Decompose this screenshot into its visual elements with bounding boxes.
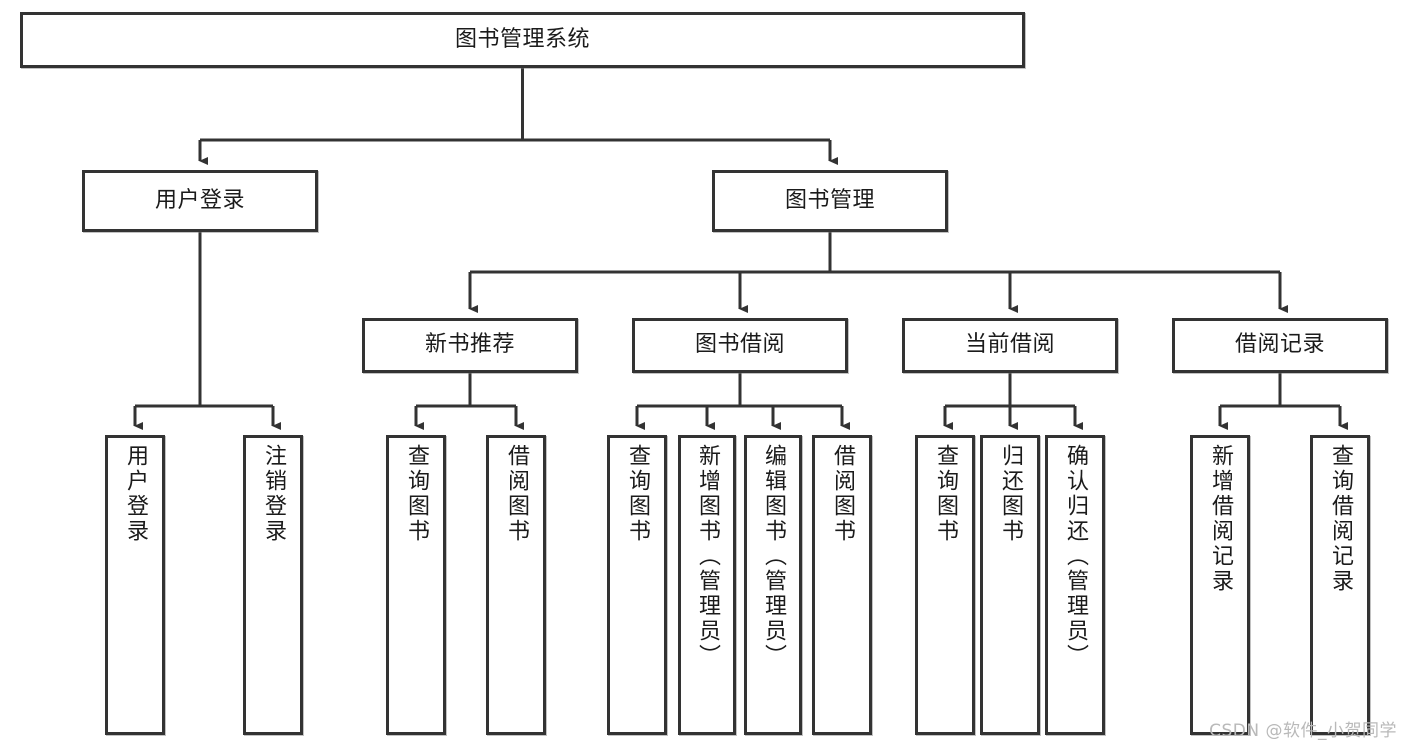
node-leaf-query-book-3[interactable]: 查询图书	[915, 435, 975, 735]
node-label: 确认归还（管理员）	[1063, 444, 1088, 669]
node-user-login[interactable]: 用户登录	[82, 170, 318, 232]
node-label: 新书推荐	[424, 332, 515, 358]
node-label: 图书借阅	[694, 332, 785, 358]
node-leaf-add-book[interactable]: 新增图书（管理员）	[678, 435, 736, 735]
node-label: 当前借阅	[964, 332, 1055, 358]
node-book-borrow[interactable]: 图书借阅	[632, 318, 848, 373]
node-label: 查询图书	[933, 444, 958, 544]
node-leaf-confirm-return[interactable]: 确认归还（管理员）	[1045, 435, 1105, 735]
node-label: 借阅图书	[504, 444, 529, 544]
node-label: 新增借阅记录	[1208, 444, 1233, 594]
node-label: 查询借阅记录	[1328, 444, 1353, 594]
node-leaf-return-book[interactable]: 归还图书	[980, 435, 1040, 735]
node-label: 图书管理系统	[454, 26, 590, 52]
node-leaf-user-login[interactable]: 用户登录	[105, 435, 165, 735]
node-label: 用户登录	[154, 187, 245, 213]
watermark: CSDN @软件_小贺同学	[1209, 721, 1397, 741]
node-label: 借阅图书	[830, 444, 855, 544]
node-current-borrow[interactable]: 当前借阅	[902, 318, 1118, 373]
node-label: 借阅记录	[1234, 332, 1325, 358]
node-borrow-record[interactable]: 借阅记录	[1172, 318, 1388, 373]
node-root-system[interactable]: 图书管理系统	[20, 12, 1025, 68]
node-leaf-edit-book[interactable]: 编辑图书（管理员）	[744, 435, 802, 735]
node-book-manage[interactable]: 图书管理	[712, 170, 948, 232]
node-leaf-borrow-book-2[interactable]: 借阅图书	[812, 435, 872, 735]
node-label: 归还图书	[998, 444, 1023, 544]
node-leaf-query-book-2[interactable]: 查询图书	[607, 435, 667, 735]
node-leaf-logout[interactable]: 注销登录	[243, 435, 303, 735]
node-label: 编辑图书（管理员）	[761, 444, 786, 669]
node-label: 用户登录	[123, 444, 148, 544]
node-leaf-query-record[interactable]: 查询借阅记录	[1310, 435, 1370, 735]
node-label: 查询图书	[625, 444, 650, 544]
node-label: 注销登录	[261, 444, 286, 544]
node-new-book-recommend[interactable]: 新书推荐	[362, 318, 578, 373]
node-leaf-query-book-1[interactable]: 查询图书	[386, 435, 446, 735]
node-label: 图书管理	[784, 187, 875, 213]
node-label: 新增图书（管理员）	[695, 444, 720, 669]
node-label: 查询图书	[404, 444, 429, 544]
node-leaf-add-record[interactable]: 新增借阅记录	[1190, 435, 1250, 735]
node-leaf-borrow-book-1[interactable]: 借阅图书	[486, 435, 546, 735]
